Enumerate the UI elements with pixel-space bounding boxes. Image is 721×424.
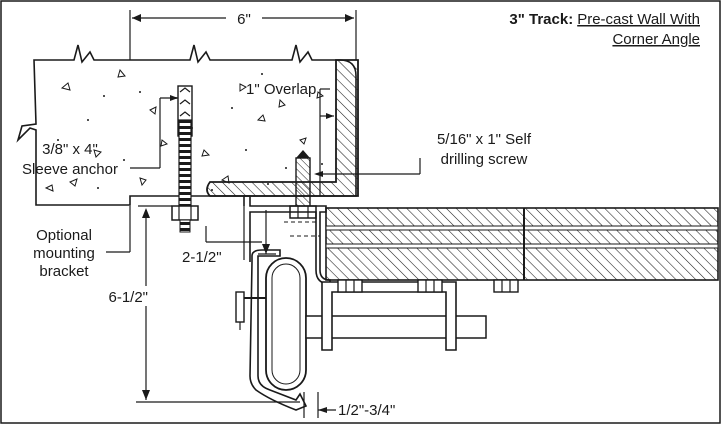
- dim-2-half-label: 2-1/2": [182, 249, 222, 266]
- overlap-label: 1" Overlap: [246, 81, 316, 98]
- dimension-6-half: [106, 205, 300, 403]
- overlap-leader: [319, 88, 334, 196]
- dim-gap-label: 1/2"-3/4": [338, 402, 395, 419]
- bracket-label-line3: bracket: [39, 263, 89, 280]
- corner-angle: [206, 59, 359, 197]
- width-dimension-label: 6": [237, 11, 251, 28]
- title-bold: 3" Track:: [509, 11, 573, 28]
- anchor-label-line1: 3/8" x 4": [42, 141, 98, 158]
- bracket-label-line2: mounting: [33, 245, 95, 262]
- screw-label-line1: 5/16" x 1" Self: [437, 131, 532, 148]
- drawing-title: 3" Track:Pre-cast Wall With: [509, 11, 700, 28]
- anchor-label-line2: Sleeve anchor: [22, 161, 118, 178]
- mounting-bracket: [243, 195, 331, 285]
- bracket-label-line1: Optional: [36, 227, 92, 244]
- title-line2: Corner Angle: [612, 31, 700, 48]
- roller-assembly: [235, 249, 487, 411]
- sleeve-anchor: [171, 85, 199, 233]
- track-rail: [325, 207, 719, 281]
- concrete-aggregate: [44, 68, 325, 192]
- anchor-leader: [130, 95, 178, 169]
- screw-label-line2: drilling screw: [441, 151, 528, 168]
- screw-leader: [314, 158, 421, 177]
- dimension-2-half: [205, 210, 276, 255]
- bracket-leader: [106, 206, 131, 253]
- dimension-6-inch: [129, 6, 357, 60]
- dimension-gap: [303, 392, 336, 418]
- title-line1: Pre-cast Wall With: [577, 11, 700, 28]
- dim-6-half-label: 6-1/2": [108, 289, 148, 306]
- track-hanger: [321, 279, 519, 351]
